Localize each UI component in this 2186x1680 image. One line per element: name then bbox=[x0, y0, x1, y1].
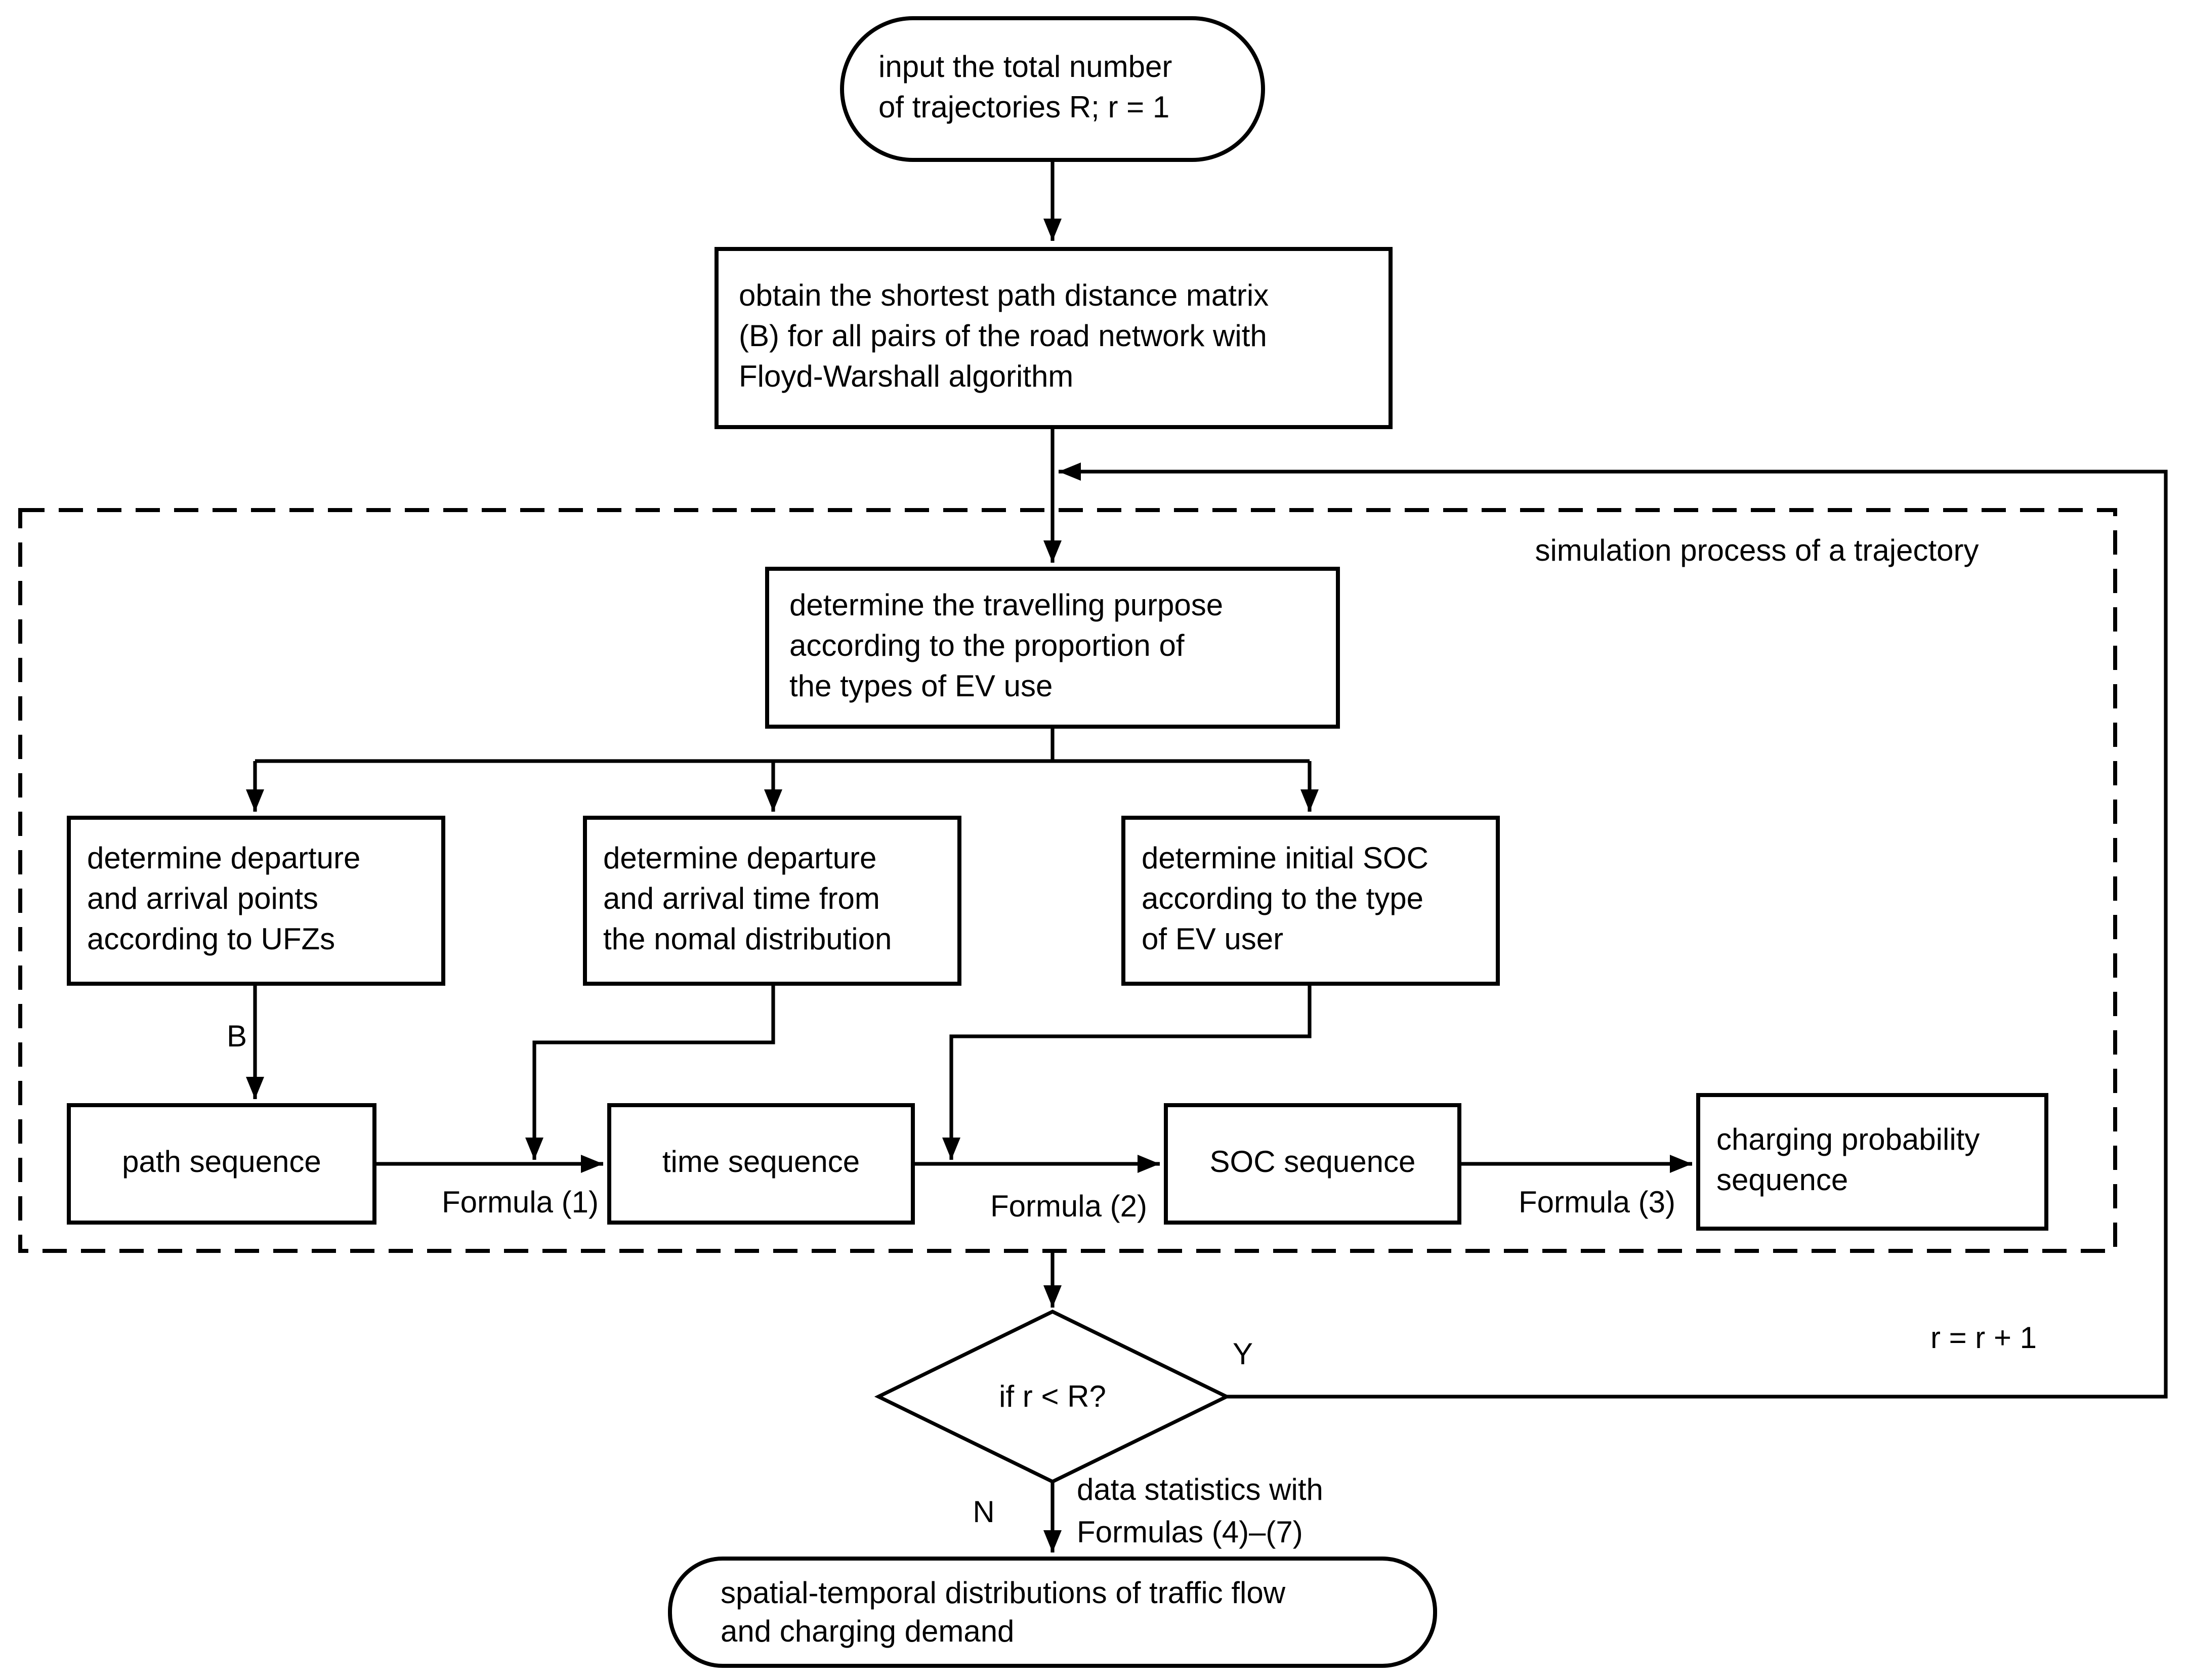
floyd-line1: obtain the shortest path distance matrix bbox=[739, 279, 1269, 314]
loop-back-line bbox=[1059, 463, 2168, 1399]
stats-label-line2: Formulas (4)–(7) bbox=[1077, 1516, 1303, 1550]
floyd-line2: (B) for all pairs of the road network wi… bbox=[739, 320, 1267, 354]
purpose-line3: the types of EV use bbox=[789, 670, 1053, 704]
soc-sequence-box: SOC sequence bbox=[1164, 1103, 1461, 1225]
stats-label-line1: data statistics with bbox=[1077, 1474, 1323, 1508]
ufz-line1: determine departure bbox=[87, 842, 361, 876]
no-branch-label: N bbox=[973, 1496, 995, 1530]
init-soc-box: determine initial SOC according to the t… bbox=[1121, 816, 1500, 986]
result-terminal: spatial-temporal distributions of traffi… bbox=[668, 1557, 1437, 1668]
purpose-line2: according to the proportion of bbox=[789, 629, 1185, 664]
formula1-label: Formula (1) bbox=[441, 1186, 599, 1221]
decision-diamond bbox=[874, 1309, 1231, 1484]
result-line2: and charging demand bbox=[721, 1614, 1015, 1649]
elbow-time-dist-to-formula1 bbox=[525, 986, 775, 1160]
path-sequence-label: path sequence bbox=[122, 1146, 321, 1180]
path-sequence-box: path sequence bbox=[67, 1103, 376, 1225]
purpose-box: determine the travelling purpose accordi… bbox=[765, 567, 1340, 729]
time-dist-line1: determine departure bbox=[603, 842, 877, 876]
charging-probability-line2: sequence bbox=[1716, 1164, 1848, 1198]
charging-probability-box: charging probability sequence bbox=[1696, 1093, 2048, 1231]
init-soc-line3: of EV user bbox=[1142, 923, 1284, 957]
time-sequence-label: time sequence bbox=[662, 1146, 860, 1180]
init-soc-line1: determine initial SOC bbox=[1142, 842, 1428, 876]
formula3-label: Formula (3) bbox=[1518, 1186, 1675, 1221]
soc-sequence-label: SOC sequence bbox=[1209, 1146, 1416, 1180]
ufz-line3: according to UFZs bbox=[87, 923, 335, 957]
purpose-line1: determine the travelling purpose bbox=[789, 589, 1224, 623]
simulation-container-label: simulation process of a trajectory bbox=[1535, 534, 1979, 569]
charging-probability-line1: charging probability bbox=[1716, 1123, 1980, 1158]
time-sequence-box: time sequence bbox=[607, 1103, 915, 1225]
floyd-process-box: obtain the shortest path distance matrix… bbox=[714, 247, 1393, 429]
time-dist-line3: the nomal distribution bbox=[603, 923, 892, 957]
elbow-init-soc-to-formula2 bbox=[942, 986, 1312, 1160]
time-dist-line2: and arrival time from bbox=[603, 883, 880, 917]
result-line1: spatial-temporal distributions of traffi… bbox=[721, 1576, 1286, 1610]
fanout-distributor-line bbox=[255, 729, 1310, 763]
formula2-label: Formula (2) bbox=[990, 1190, 1147, 1225]
simulation-container-border bbox=[18, 508, 2117, 1253]
increment-label: r = r + 1 bbox=[1930, 1322, 2037, 1356]
start-terminal-line2: of trajectories R; r = 1 bbox=[878, 91, 1170, 125]
decision-label: if r < R? bbox=[999, 1380, 1106, 1415]
floyd-line3: Floyd-Warshall algorithm bbox=[739, 360, 1074, 395]
ufz-box: determine departure and arrival points a… bbox=[67, 816, 445, 986]
start-terminal: input the total number of trajectories R… bbox=[840, 16, 1265, 162]
ufz-line2: and arrival points bbox=[87, 883, 318, 917]
init-soc-line2: according to the type bbox=[1142, 883, 1424, 917]
start-terminal-line1: input the total number bbox=[878, 51, 1172, 85]
time-dist-box: determine departure and arrival time fro… bbox=[583, 816, 961, 986]
yes-branch-label: Y bbox=[1232, 1338, 1253, 1372]
matrix-b-label: B bbox=[226, 1020, 247, 1055]
